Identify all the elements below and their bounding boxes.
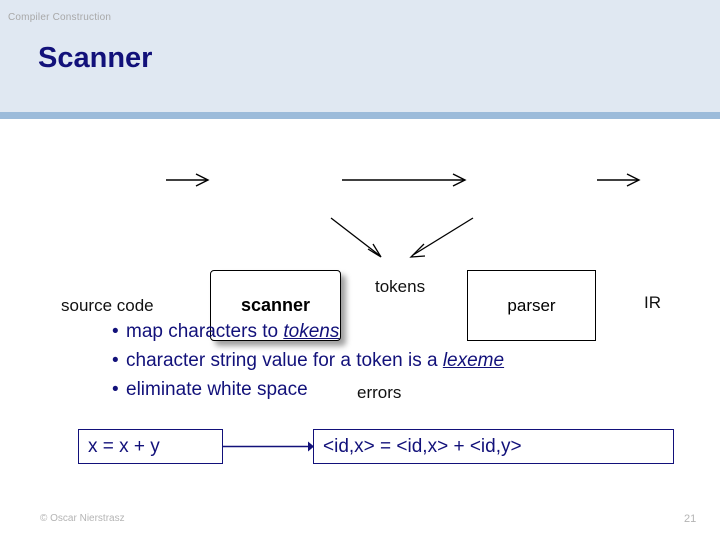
example-output-box: <id,x> = <id,x> + <id,y> (313, 429, 674, 464)
slide-header: Compiler Construction Scanner (0, 0, 720, 112)
list-item: • character string value for a token is a… (112, 346, 672, 375)
errors-label: errors (357, 383, 402, 402)
ir-label: IR (644, 293, 661, 312)
course-kicker: Compiler Construction (8, 12, 112, 23)
parser-box: parser (467, 270, 596, 341)
bullet-emphasis: tokens (283, 321, 340, 342)
scanner-box-label: scanner (240, 295, 311, 315)
list-item: • eliminate white space (112, 375, 672, 404)
page-number: 21 (684, 513, 697, 525)
tokens-label: tokens (375, 277, 426, 296)
diagram-arrows (166, 173, 641, 258)
bullet-text: map characters to (126, 321, 284, 342)
copyright-credit: © Oscar Nierstrasz (40, 513, 125, 524)
bullet-dot-icon: • (112, 379, 119, 400)
bullet-dot-icon: • (112, 350, 119, 371)
bullet-text: eliminate white space (126, 379, 308, 400)
header-accent-band (0, 112, 720, 119)
bullet-text: character string value for a token is a (126, 350, 443, 371)
parser-box-label: parser (507, 296, 556, 315)
bullet-list: • map characters to tokens • character str… (112, 317, 672, 404)
list-item: • map characters to tokens (112, 317, 672, 346)
scanner-box: scanner (210, 270, 341, 341)
compiler-pipeline-diagram: source code tokens IR errors scanner par… (0, 125, 720, 402)
bullet-emphasis: lexeme (442, 350, 505, 371)
bullet-dot-icon: • (112, 321, 119, 342)
source-code-label: source code (61, 296, 154, 315)
example-input-box: x = x + y (78, 429, 223, 464)
example-arrow (223, 441, 314, 452)
page-title: Scanner (38, 42, 153, 74)
